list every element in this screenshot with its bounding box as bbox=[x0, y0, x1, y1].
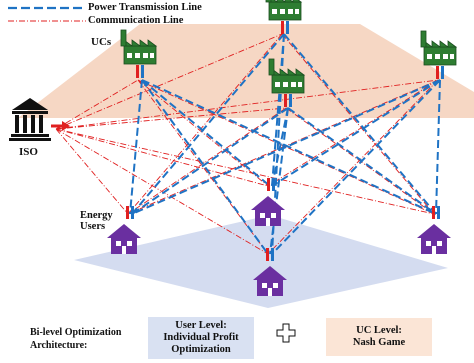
legend-power-label: Power Transmission Line bbox=[88, 2, 202, 13]
house-icon bbox=[417, 206, 451, 254]
plus-outline-icon bbox=[276, 323, 296, 343]
architecture-label: Bi-level Optimization Architecture: bbox=[30, 327, 122, 351]
user-plane bbox=[74, 215, 448, 308]
iso-arrow bbox=[51, 121, 70, 131]
iso-label: ISO bbox=[19, 146, 38, 158]
house-icon bbox=[251, 178, 285, 226]
institution-icon bbox=[9, 98, 51, 141]
uc-level-box: UC Level: Nash Game bbox=[326, 318, 432, 356]
user-level-box: User Level: Individual Profit Optimizati… bbox=[148, 317, 254, 359]
energy-users-label: Energy Users bbox=[80, 210, 113, 233]
uc-plane bbox=[18, 24, 474, 118]
power-lines bbox=[129, 33, 441, 255]
legend-comm-label: Communication Line bbox=[88, 15, 184, 26]
ucs-label: UCs bbox=[91, 36, 112, 48]
